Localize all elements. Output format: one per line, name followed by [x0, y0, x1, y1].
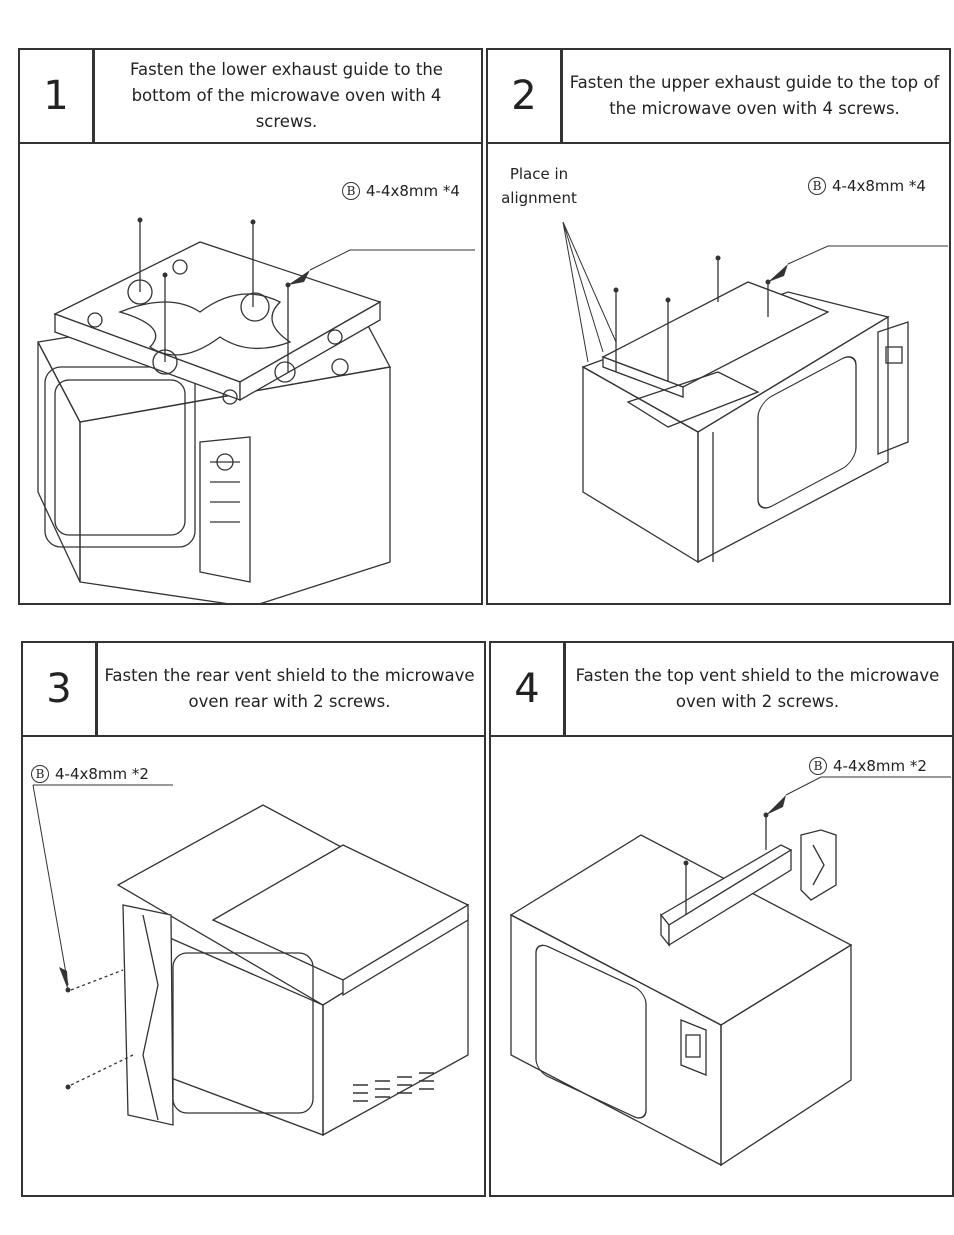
step-header: 4 Fasten the top vent shield to the micr…	[491, 643, 952, 737]
step-instruction: Fasten the rear vent shield to the micro…	[104, 666, 475, 711]
microwave-upper-guide-illustration	[562, 221, 948, 564]
part-badge-b: B	[809, 757, 827, 775]
step-illustration: B 4-4x8mm *4	[20, 142, 481, 603]
step-illustration: B 4-4x8mm *2	[23, 735, 484, 1195]
screw-callout: B 4-4x8mm *4	[808, 177, 926, 195]
screw-callout: B 4-4x8mm *2	[809, 757, 927, 775]
microwave-lower-guide-illustration	[37, 217, 475, 603]
part-badge-b: B	[31, 765, 49, 783]
part-badge-b: B	[808, 177, 826, 195]
step-panel-1: 1 Fasten the lower exhaust guide to the …	[18, 48, 483, 605]
step-header: 3 Fasten the rear vent shield to the mic…	[23, 643, 484, 737]
step-header: 2 Fasten the upper exhaust guide to the …	[488, 50, 949, 144]
step-instruction: Fasten the upper exhaust guide to the to…	[569, 73, 940, 118]
step-number: 4	[491, 643, 566, 735]
alignment-note: Place in alignment	[501, 165, 577, 207]
step-panel-4: 4 Fasten the top vent shield to the micr…	[489, 641, 954, 1197]
part-badge-b: B	[342, 182, 360, 200]
microwave-rear-shield-illustration	[32, 784, 470, 1137]
screw-spec: 4-4x8mm *4	[366, 182, 460, 200]
step-number: 2	[488, 50, 563, 142]
step-illustration: B 4-4x8mm *2	[491, 735, 952, 1195]
step-panel-3: 3 Fasten the rear vent shield to the mic…	[21, 641, 486, 1197]
step-panel-2: 2 Fasten the upper exhaust guide to the …	[486, 48, 951, 605]
step-instruction: Fasten the top vent shield to the microw…	[575, 666, 940, 711]
screw-spec: 4-4x8mm *2	[55, 765, 149, 783]
microwave-top-shield-illustration	[509, 776, 951, 1167]
step-number: 1	[20, 50, 95, 142]
step-illustration: Place in alignment B 4-4x8mm *4	[488, 142, 949, 603]
screw-spec: 4-4x8mm *4	[832, 177, 926, 195]
screw-callout: B 4-4x8mm *4	[342, 182, 460, 200]
step-header: 1 Fasten the lower exhaust guide to the …	[20, 50, 481, 144]
screw-callout: B 4-4x8mm *2	[31, 765, 149, 783]
screw-spec: 4-4x8mm *2	[833, 757, 927, 775]
step-instruction: Fasten the lower exhaust guide to the bo…	[130, 60, 443, 131]
step-number: 3	[23, 643, 98, 735]
